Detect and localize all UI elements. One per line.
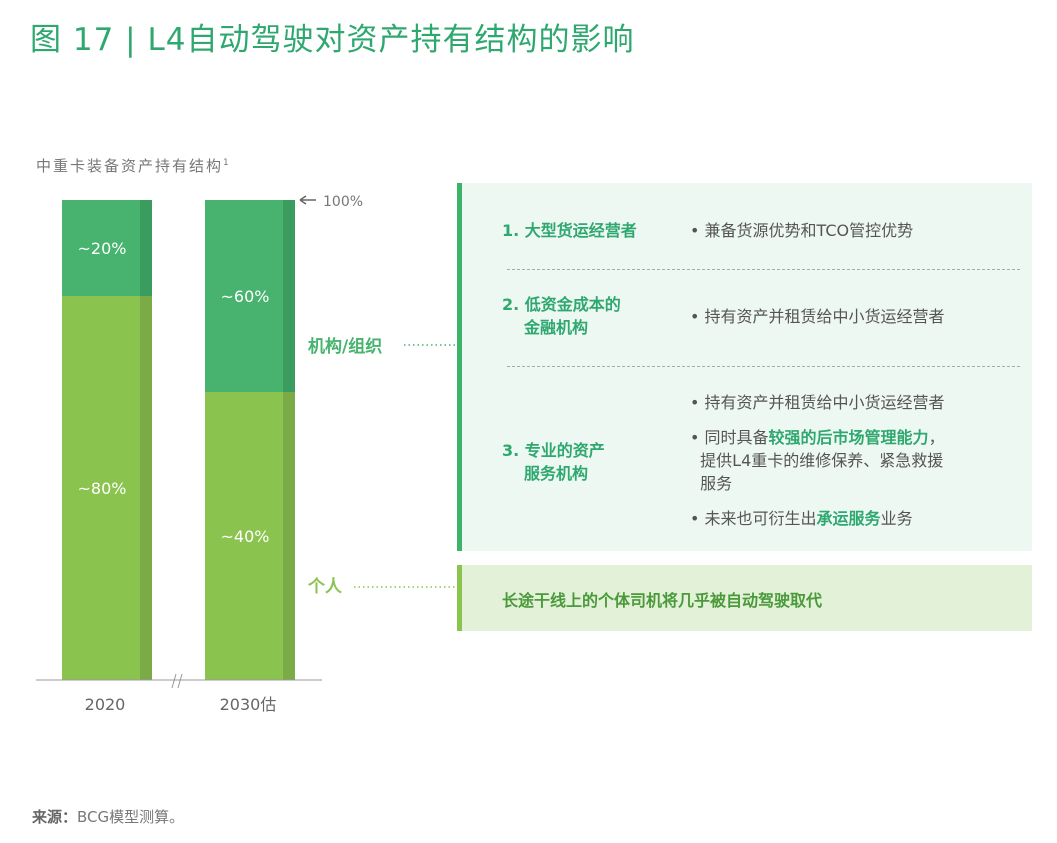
series-label-individual: 个人: [307, 576, 343, 597]
institution-panel: 1. 大型货运经营者 • 兼备货源优势和TCO管控优势 2. 低资金成本的金融机…: [457, 183, 1032, 551]
page-title: 图 17 | L4自动驾驶对资产持有结构的影响: [30, 22, 635, 58]
divider: [507, 366, 1020, 367]
axis-break: [177, 673, 183, 689]
row-label: 2. 低资金成本的金融机构: [502, 295, 621, 337]
individual-panel: 长途干线上的个体司机将几乎被自动驾驶取代: [457, 565, 1032, 631]
individual-text: 长途干线上的个体司机将几乎被自动驾驶取代: [502, 591, 823, 610]
row-items: • 持有资产并租赁给中小货运经营者 • 同时具备较强的后市场管理能力， 提供L4…: [690, 393, 945, 528]
row-label: 1. 大型货运经营者: [502, 221, 637, 240]
source-note: 来源：BCG模型测算。: [32, 808, 185, 826]
row-label: 3. 专业的资产服务机构: [502, 441, 605, 483]
row-item: • 持有资产并租赁给中小货运经营者: [690, 307, 945, 326]
arrow-left-icon: [299, 195, 316, 205]
series-label-institution: 机构/组织: [308, 336, 382, 357]
top-annotation: 100%: [323, 194, 363, 210]
row-item: • 兼备货源优势和TCO管控优势: [690, 221, 914, 240]
bar-segment: [62, 296, 152, 680]
x-tick-label: 2020: [85, 695, 126, 714]
bar-segment: [62, 200, 152, 296]
bar-segment: [205, 200, 295, 392]
bar-segment-side: [283, 392, 295, 680]
chart-subtitle: 中重卡装备资产持有结构1: [36, 157, 231, 175]
bar-segment-side: [140, 296, 152, 680]
divider: [507, 269, 1020, 270]
bar-value-label: ~20%: [78, 239, 127, 258]
x-tick-label: 2030估: [220, 695, 277, 714]
bar-segment-side: [283, 200, 295, 392]
bar-value-label: ~80%: [78, 479, 127, 498]
bar-segment-side: [140, 200, 152, 296]
axis-break: [171, 673, 177, 689]
bar-value-label: ~60%: [221, 287, 270, 306]
bar-segment: [205, 392, 295, 680]
bar-value-label: ~40%: [221, 527, 270, 546]
